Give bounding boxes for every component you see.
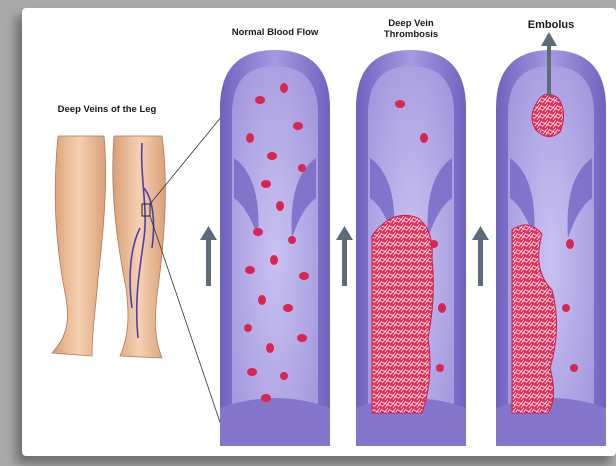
embolus-label: Embolus [496, 20, 606, 31]
left-leg [52, 136, 106, 356]
vein-dvt [356, 50, 466, 446]
vein-normal [220, 50, 330, 446]
illustration-card: Deep Veins of the Leg Normal Blood Flow … [22, 8, 616, 456]
up-arrow-icon [336, 226, 353, 286]
dvt-diagram [22, 8, 616, 456]
right-leg [113, 136, 166, 358]
up-arrow-icon [200, 226, 217, 286]
normal-flow-label: Normal Blood Flow [220, 27, 330, 38]
zoom-line-bottom [150, 216, 222, 428]
vein-embolus [496, 32, 606, 446]
thrombus [372, 215, 433, 413]
legs-figure [52, 116, 222, 428]
up-arrow-icon [472, 226, 489, 286]
legs-label: Deep Veins of the Leg [52, 104, 162, 115]
dvt-label: Deep Vein Thrombosis [356, 18, 466, 40]
